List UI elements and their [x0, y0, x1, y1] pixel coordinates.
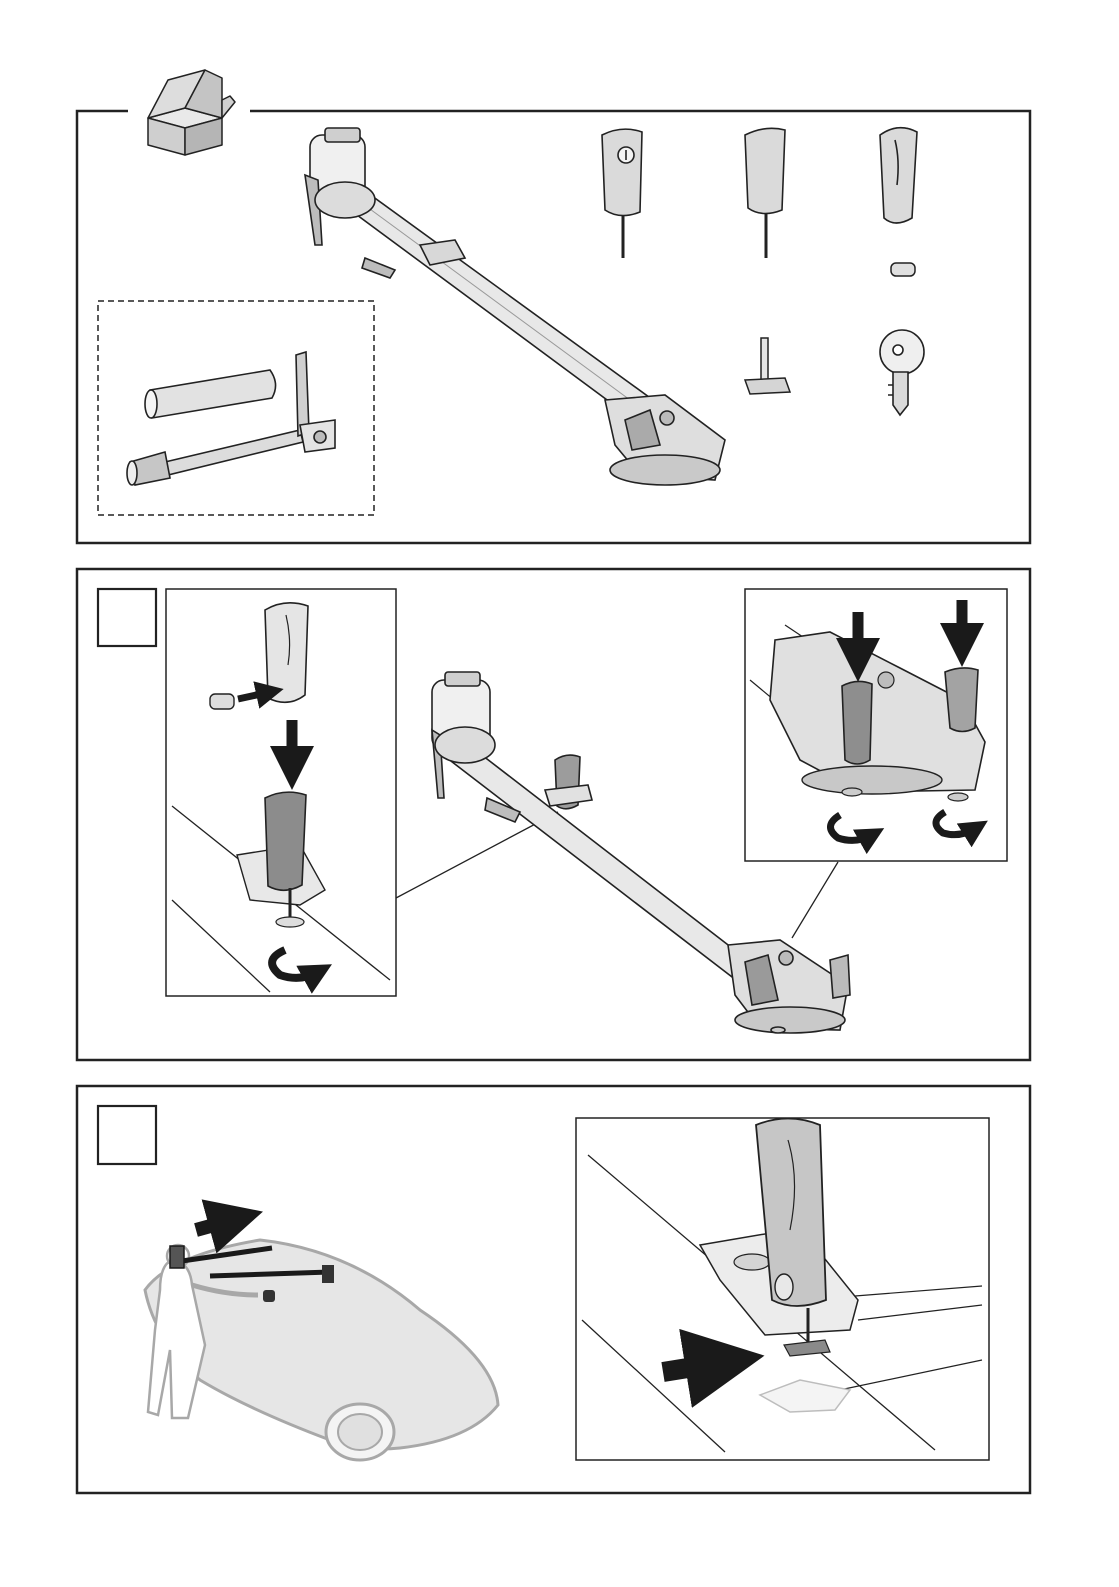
step-number-box	[98, 589, 156, 646]
foot-tightening-detail	[745, 589, 1007, 861]
step-2-panel	[77, 1086, 1030, 1493]
adapter-tube	[145, 370, 276, 418]
step-1-panel	[77, 569, 1030, 1060]
open-box-icon	[148, 70, 235, 155]
contents-panel	[77, 70, 1030, 543]
step-number-box	[98, 1106, 156, 1164]
wheel-holder-bar	[127, 352, 335, 485]
key-icon	[880, 330, 924, 415]
push-arrow	[196, 1219, 236, 1230]
small-bushing	[891, 263, 915, 276]
t-bolt	[745, 338, 790, 394]
plain-cap-with-bolt	[745, 128, 785, 258]
t-track-slide-detail	[576, 1118, 989, 1460]
end-cap	[880, 128, 917, 223]
bike-carrier-frame	[305, 128, 725, 485]
car-with-two-people	[145, 1219, 498, 1460]
slide-arrow	[663, 1362, 725, 1372]
lock-cap-with-cylinder	[602, 129, 642, 258]
cap-assembly-detail	[166, 589, 396, 996]
